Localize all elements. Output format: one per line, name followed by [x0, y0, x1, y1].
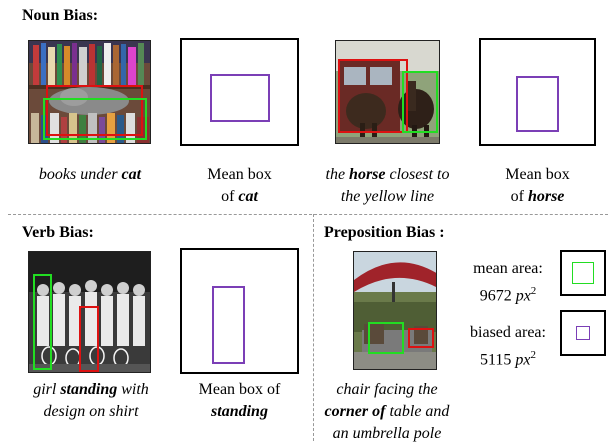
caption-chair-facing: chair facing the corner of table and an … — [324, 381, 450, 442]
red-box — [408, 328, 434, 348]
preposition-bias-heading: Preposition Bias : — [324, 224, 445, 241]
photo-books-cat — [28, 40, 151, 144]
horizontal-divider — [8, 214, 608, 215]
caption-books-under-cat: books under cat — [38, 166, 142, 183]
red-box — [79, 306, 99, 372]
caption-mean-box-cat: Mean box of cat — [207, 166, 272, 205]
vertical-divider — [313, 214, 314, 441]
photo-chair-umbrella — [353, 251, 437, 370]
caption-mean-box-standing: Mean box of standing — [198, 381, 281, 420]
caption-girl-standing: girl standing with design on shirt — [33, 381, 149, 420]
green-box — [33, 274, 52, 370]
mean-box — [576, 326, 590, 340]
photo-girl-standing-image — [29, 252, 150, 372]
green-box — [572, 262, 594, 284]
green-box — [43, 98, 147, 140]
photo-horse — [335, 40, 440, 144]
biased-area-label: biased area: 5115 px2 — [470, 324, 546, 369]
mean-area-label: mean area: 9672 px2 — [473, 260, 543, 305]
red-box — [46, 85, 143, 136]
mean-area-frame — [560, 250, 606, 296]
photo-horse-image — [336, 41, 439, 143]
mean-box-frame-cat — [180, 38, 299, 146]
caption-horse: the horse closest to the yellow line — [325, 166, 450, 205]
photo-girl-standing — [28, 251, 151, 373]
mean-box — [210, 74, 270, 122]
biased-area-frame — [560, 310, 606, 356]
noun-bias-heading: Noun Bias: — [22, 7, 99, 24]
green-box — [368, 322, 404, 354]
green-box — [402, 71, 438, 133]
mean-box — [516, 76, 559, 132]
caption-mean-box-horse: Mean box of horse — [505, 166, 570, 205]
mean-box-frame-horse — [479, 38, 596, 146]
verb-bias-heading: Verb Bias: — [22, 224, 94, 241]
red-box — [338, 59, 408, 133]
mean-box — [212, 286, 245, 364]
mean-box-frame-standing — [180, 248, 299, 374]
photo-chair-umbrella-image — [354, 252, 436, 369]
